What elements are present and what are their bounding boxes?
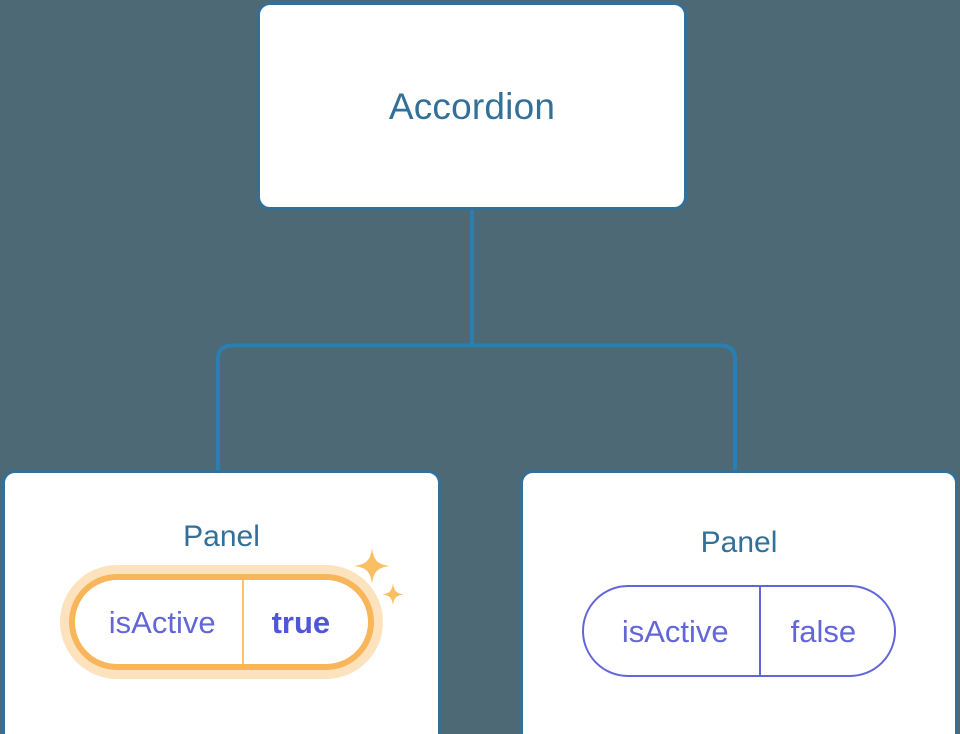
prop-pill-right-wrapper: isActive false (581, 585, 897, 677)
node-panel-left[interactable]: Panel isActive true (2, 470, 441, 734)
connector-branch-right (472, 343, 737, 472)
node-panel-left-title: Panel (183, 520, 260, 553)
prop-value-right: false (758, 587, 894, 675)
prop-pill-left[interactable]: isActive true (68, 574, 375, 670)
connector-branch-left (216, 343, 472, 472)
prop-value-left: true (241, 580, 369, 664)
node-accordion-title: Accordion (388, 85, 556, 127)
node-accordion[interactable]: Accordion (257, 2, 687, 210)
sparkle-small-icon (382, 583, 405, 606)
prop-pill-right[interactable]: isActive false (581, 585, 897, 677)
node-panel-right[interactable]: Panel isActive false (520, 470, 958, 734)
prop-key-right: isActive (621, 613, 729, 649)
prop-pill-left-wrapper: isActive true (59, 548, 405, 679)
node-panel-right-title: Panel (700, 526, 778, 559)
prop-key-left: isActive (108, 604, 216, 640)
